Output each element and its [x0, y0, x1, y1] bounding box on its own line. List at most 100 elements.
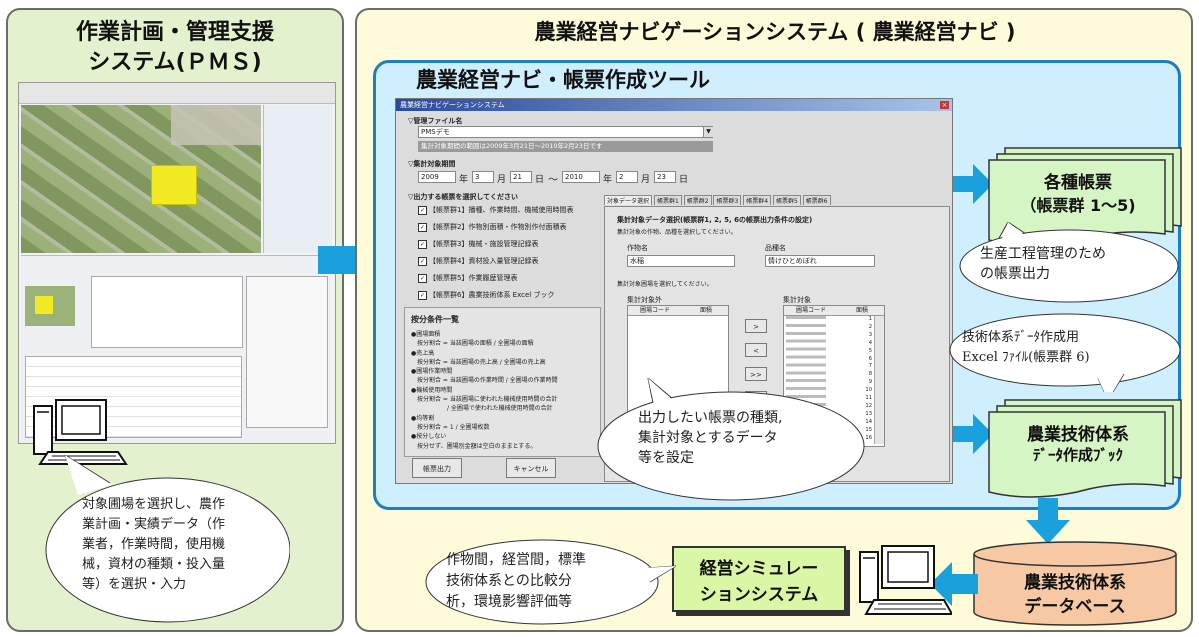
- pms-title-line2: システム(ＰＭＳ): [88, 50, 262, 75]
- crop-select[interactable]: 水稲: [627, 255, 735, 267]
- pms-aerial-map: [21, 105, 261, 253]
- unit-day: 日: [535, 175, 545, 185]
- database-line2: データベース: [1024, 597, 1126, 617]
- report-checkbox-1[interactable]: ✓【帳票群1】播種、作業時間、機械使用時間表: [418, 205, 574, 215]
- output-button[interactable]: 帳票出力: [412, 458, 462, 478]
- report-checkbox-3[interactable]: ✓【帳票群3】機械・施設管理記録表: [418, 239, 539, 249]
- database-icon: 農業技術体系 データベース: [970, 540, 1180, 628]
- pms-callout-line: 業者，作業時間，使用機: [82, 537, 226, 552]
- pms-title-line1: 作業計画・管理支援: [75, 20, 274, 45]
- pms-screenshot: [18, 82, 336, 444]
- pms-callout-line: 対象圃場を選択し、農作: [82, 497, 226, 512]
- pms-toolbar: [19, 83, 335, 104]
- navi-title: 農業経営ナビゲーションシステム ( 農業経営ナビ ): [534, 20, 1016, 44]
- excel-callout: 技術体系ﾃﾞｰﾀ作成用 Excel ﾌｧｲﾙ(帳票群 6): [948, 312, 1182, 392]
- unit-day: 日: [679, 175, 689, 185]
- conditions-title: 按分条件一覧: [411, 315, 459, 324]
- settings-callout-line: 集計対象とするデータ: [638, 430, 778, 446]
- tilde: ～: [548, 175, 558, 186]
- file-label: ▽管理ファイル名: [408, 117, 463, 125]
- production-callout-line: の帳票出力: [980, 266, 1050, 282]
- tab-note: 集計対象の作物、品種を選択してください。: [617, 229, 737, 236]
- variety-label: 品種名: [765, 244, 786, 252]
- tab-report-2[interactable]: 帳票群2: [683, 195, 712, 205]
- from-year-select[interactable]: 2009: [418, 171, 456, 183]
- from-day-select[interactable]: 21: [510, 171, 532, 183]
- close-icon[interactable]: ×: [940, 101, 949, 109]
- pms-callout-line: 械，資材の種類・投入量: [82, 557, 226, 572]
- report-checkbox-6[interactable]: ✓【帳票群6】農業技術体系 Excel ブック: [418, 290, 555, 300]
- scrollbar[interactable]: [874, 316, 884, 444]
- report-document-stack: 各種帳票 （帳票群 1～5): [985, 146, 1185, 246]
- production-callout: 生産工程管理のため の帳票出力: [958, 222, 1180, 304]
- pms-callout-line: 等）を選択・入力: [82, 577, 187, 592]
- arrow-right-icon: [953, 164, 993, 204]
- to-month-select[interactable]: 2: [616, 171, 638, 183]
- file-select[interactable]: PMSデモ: [418, 126, 713, 138]
- simulation-line1: 経営シミュレー: [699, 559, 819, 579]
- selected-field: [151, 165, 197, 205]
- condition-line: 按分割合 = 当該圃場に使われた機械使用時間の合計: [411, 396, 558, 404]
- to-day-select[interactable]: 23: [654, 171, 676, 183]
- pms-input-callout: 対象圃場を選択し、農作 業計画・実績データ（作 業者，作業時間，使用機 械，資材…: [40, 455, 290, 625]
- simulation-callout: 作物間，経営間，標準 技術体系との比較分 析，環境影響評価等: [424, 538, 676, 626]
- report-checkbox-5[interactable]: ✓【帳票群5】作業履歴管理表: [418, 273, 518, 283]
- pms-callout-line: 業計画・実績データ（作: [82, 517, 226, 532]
- settings-callout: 出力したい帳票の種類, 集計対象とするデータ 等を設定: [596, 378, 866, 503]
- simulation-callout-line: 析，環境影響評価等: [446, 594, 572, 610]
- simulation-callout-line: 技術体系との比較分: [446, 573, 572, 589]
- move-right-button[interactable]: >: [745, 319, 767, 333]
- tab-report-4[interactable]: 帳票群4: [743, 195, 772, 205]
- condition-line: ●按分しない: [411, 433, 447, 441]
- chevron-down-icon[interactable]: ▼: [703, 127, 713, 137]
- condition-line: 按分割合 = 当該圃場の作業時間 / 全圃場の作業時間: [411, 377, 558, 385]
- to-year-select[interactable]: 2010: [562, 171, 600, 183]
- cancel-button[interactable]: キャンセル: [506, 458, 556, 478]
- doc-bottom-line1: 農業技術体系: [1027, 425, 1129, 445]
- excluded-label: 集計対象外: [627, 296, 662, 304]
- computer-icon: [18, 398, 128, 470]
- conditions-box: 按分条件一覧 ●圃場面積 按分割合 = 当該圃場の面積 / 全圃場の面積 ●売上…: [404, 307, 601, 457]
- report-checkbox-4[interactable]: ✓【帳票群4】資材投入量管理記録表: [418, 256, 539, 266]
- report-checkbox-2[interactable]: ✓【帳票群2】作物別面積・作物別作付面積表: [418, 222, 567, 232]
- tool-title: 農業経営ナビ・帳票作成ツール: [416, 68, 710, 92]
- arrow-down-icon: [1026, 498, 1070, 544]
- tab-target-data[interactable]: 対象データ選択: [604, 195, 653, 205]
- col-code: 圃場コード: [796, 307, 827, 314]
- tab-report-3[interactable]: 帳票群3: [713, 195, 742, 205]
- variety-select[interactable]: 情けひとめぼれ: [765, 255, 875, 267]
- simulation-system-box: 経営シミュレー ションシステム: [672, 546, 846, 612]
- dialog-titlebar: 農業経営ナビゲーションシステム: [396, 99, 952, 111]
- unit-year: 年: [459, 175, 469, 185]
- range-note: 集計対象期間の範囲は2009年3月21日～2010年2月23日です: [418, 141, 713, 152]
- condition-line: 按分せず、圃場別金額は空白のままとする。: [411, 442, 537, 450]
- select-label: ▽出力する帳票を選択してください: [408, 193, 518, 201]
- unit-month: 月: [497, 175, 507, 185]
- condition-line: 按分割合 = 当該圃場の売上高 / 全圃場の売上高: [411, 358, 546, 366]
- tab-heading: 集計対象データ選択(帳票群1, 2, 5, 6の帳票出力条件の設定): [617, 216, 813, 224]
- tab-report-1[interactable]: 帳票群1: [653, 195, 682, 205]
- move-all-right-button[interactable]: >>: [745, 367, 767, 381]
- from-month-select[interactable]: 3: [472, 171, 494, 183]
- settings-callout-line: 出力したい帳票の種類,: [638, 410, 783, 426]
- excel-callout-line: 技術体系ﾃﾞｰﾀ作成用: [962, 330, 1080, 345]
- condition-line: ●圃場作業時間: [411, 368, 453, 376]
- database-line1: 農業技術体系: [1024, 573, 1126, 593]
- simulation-callout-line: 作物間，経営間，標準: [446, 552, 586, 568]
- move-left-button[interactable]: <: [745, 343, 767, 357]
- unit-year: 年: [603, 175, 613, 185]
- col-area: 面積: [856, 307, 869, 314]
- condition-line: ●売上高: [411, 349, 435, 357]
- tab-report-6[interactable]: 帳票群6: [802, 195, 831, 205]
- tab-report-5[interactable]: 帳票群5: [772, 195, 801, 205]
- unit-month: 月: [641, 175, 651, 185]
- doc-bottom-line2: ﾃﾞｰﾀ作成ﾌﾞｯｸ: [1032, 446, 1123, 464]
- arrow-right-icon: [953, 414, 993, 454]
- condition-line: ●圃場面積: [411, 331, 441, 338]
- computer-icon: [842, 544, 954, 620]
- tab-strip: 対象データ選択 帳票群1 帳票群2 帳票群3 帳票群4 帳票群5 帳票群6: [604, 195, 948, 205]
- technical-book-stack: 農業技術体系 ﾃﾞｰﾀ作成ﾌﾞｯｸ: [985, 398, 1185, 502]
- condition-line: ●機械使用時間: [411, 386, 453, 394]
- field-note: 集計対象圃場を選択してください。: [617, 281, 713, 288]
